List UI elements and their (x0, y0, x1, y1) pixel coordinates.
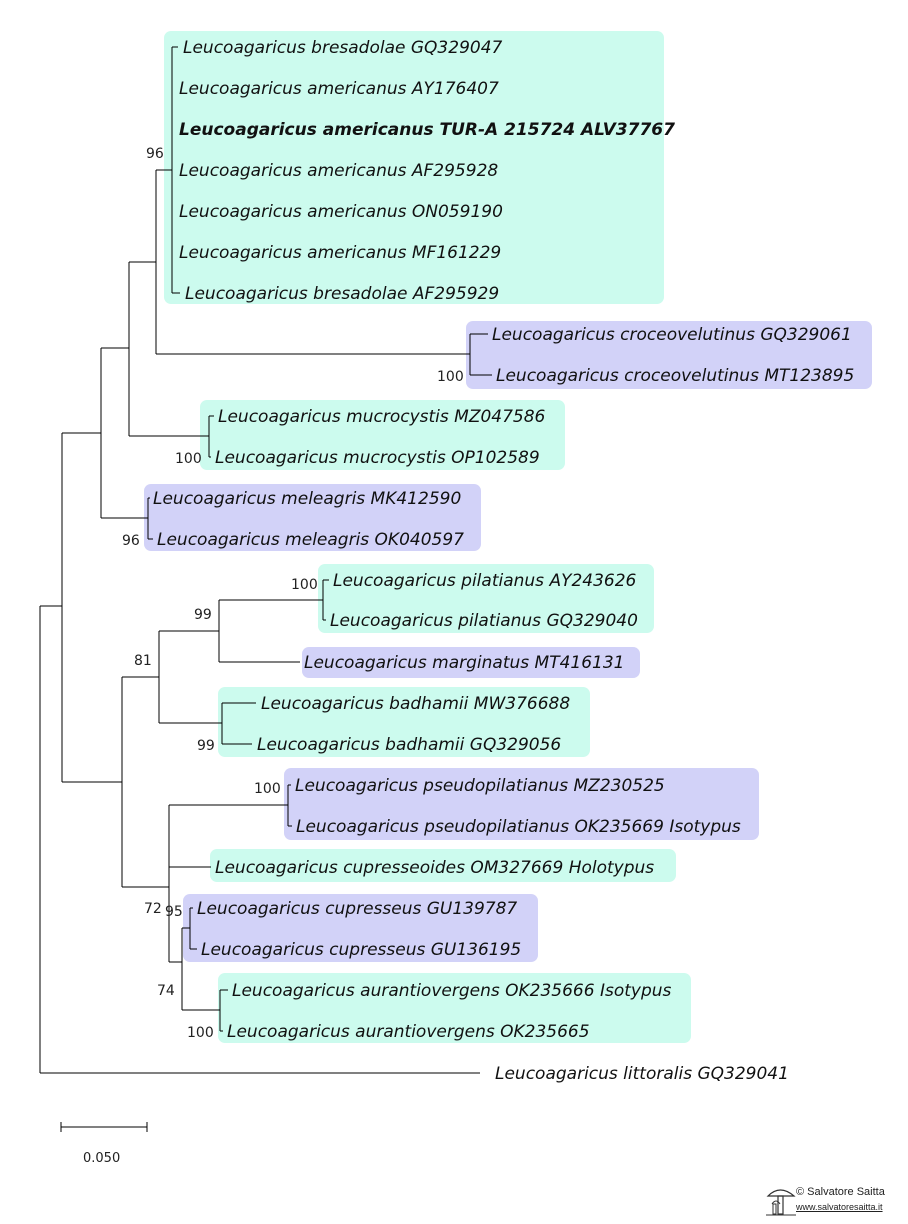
taxon-label: Leucoagaricus cupresseus GU139787 (197, 899, 517, 919)
taxon-label: Leucoagaricus mucrocystis OP102589 (215, 448, 540, 468)
scale-bar: 0.050 (60, 1122, 148, 1166)
watermark-url: www.salvatoresaitta.it (796, 1202, 883, 1212)
taxon-label: Leucoagaricus americanus ON059190 (179, 202, 503, 222)
support-values: 96 100 100 96 100 99 81 99 100 72 95 74 … (122, 146, 464, 1041)
taxon-label-highlighted: Leucoagaricus americanus TUR-A 215724 AL… (179, 120, 675, 140)
clade-box-croceovelutinus (466, 321, 872, 389)
taxon-labels: Leucoagaricus bresadolae GQ329047 Leucoa… (153, 38, 854, 1084)
bootstrap-value: 96 (122, 533, 140, 549)
taxon-label: Leucoagaricus pilatianus AY243626 (333, 571, 637, 591)
bootstrap-value: 100 (175, 451, 202, 467)
clade-box-badhamii (218, 687, 590, 757)
clade-box-pseudopilatianus (284, 768, 759, 840)
taxon-label: Leucoagaricus americanus MF161229 (179, 243, 501, 263)
taxon-label: Leucoagaricus croceovelutinus MT123895 (496, 366, 854, 386)
taxon-label: Leucoagaricus cupresseoides OM327669 Hol… (215, 858, 654, 878)
bootstrap-value: 99 (194, 607, 212, 623)
taxon-label: Leucoagaricus littoralis GQ329041 (495, 1064, 789, 1084)
taxon-label: Leucoagaricus pilatianus GQ329040 (330, 611, 638, 631)
clade-box-pilatianus (318, 564, 654, 633)
watermark-name: © Salvatore Saitta (796, 1186, 885, 1198)
clade-box-americanus (164, 31, 664, 304)
taxon-label: Leucoagaricus meleagris MK412590 (153, 489, 461, 509)
bootstrap-value: 100 (437, 369, 464, 385)
taxon-label: Leucoagaricus bresadolae AF295929 (185, 284, 499, 304)
bootstrap-value: 99 (197, 738, 215, 754)
bootstrap-value: 95 (165, 904, 183, 920)
bootstrap-value: 100 (291, 577, 318, 593)
clade-box-meleagris (144, 484, 481, 551)
bootstrap-value: 74 (157, 983, 175, 999)
clade-boxes (144, 31, 872, 1043)
taxon-label: Leucoagaricus badhamii GQ329056 (257, 735, 561, 755)
taxon-label: Leucoagaricus meleagris OK040597 (157, 530, 464, 550)
taxon-label: Leucoagaricus bresadolae GQ329047 (183, 38, 503, 58)
clade-box-cupresseus (183, 894, 538, 962)
mushroom-logo-icon (766, 1189, 796, 1216)
clade-box-cupresseoides (210, 849, 676, 882)
taxon-label: Leucoagaricus americanus AY176407 (179, 79, 499, 99)
clade-box-marginatus (302, 647, 640, 678)
watermark: © Salvatore Saitta www.salvatoresaitta.i… (766, 1184, 906, 1222)
taxon-label: Leucoagaricus aurantiovergens OK235665 (227, 1022, 590, 1042)
taxon-label: Leucoagaricus americanus AF295928 (179, 161, 498, 181)
taxon-label: Leucoagaricus marginatus MT416131 (304, 653, 625, 673)
taxon-label: Leucoagaricus badhamii MW376688 (261, 694, 570, 714)
bootstrap-value: 96 (146, 146, 164, 162)
taxon-label: Leucoagaricus pseudopilatianus OK235669 … (296, 817, 741, 837)
taxon-label: Leucoagaricus mucrocystis MZ047586 (218, 407, 546, 427)
bootstrap-value: 100 (187, 1025, 214, 1041)
branches (39, 46, 492, 1074)
clade-box-mucrocystis (200, 400, 565, 470)
taxon-label: Leucoagaricus croceovelutinus GQ329061 (492, 325, 852, 345)
bootstrap-value: 72 (144, 901, 162, 917)
scale-bar-label: 0.050 (83, 1151, 120, 1166)
bootstrap-value: 100 (254, 781, 281, 797)
bootstrap-value: 81 (134, 653, 152, 669)
clade-box-aurantiovergens (218, 973, 691, 1043)
taxon-label: Leucoagaricus pseudopilatianus MZ230525 (295, 776, 665, 796)
taxon-label: Leucoagaricus cupresseus GU136195 (201, 940, 521, 960)
taxon-label: Leucoagaricus aurantiovergens OK235666 I… (232, 981, 672, 1001)
